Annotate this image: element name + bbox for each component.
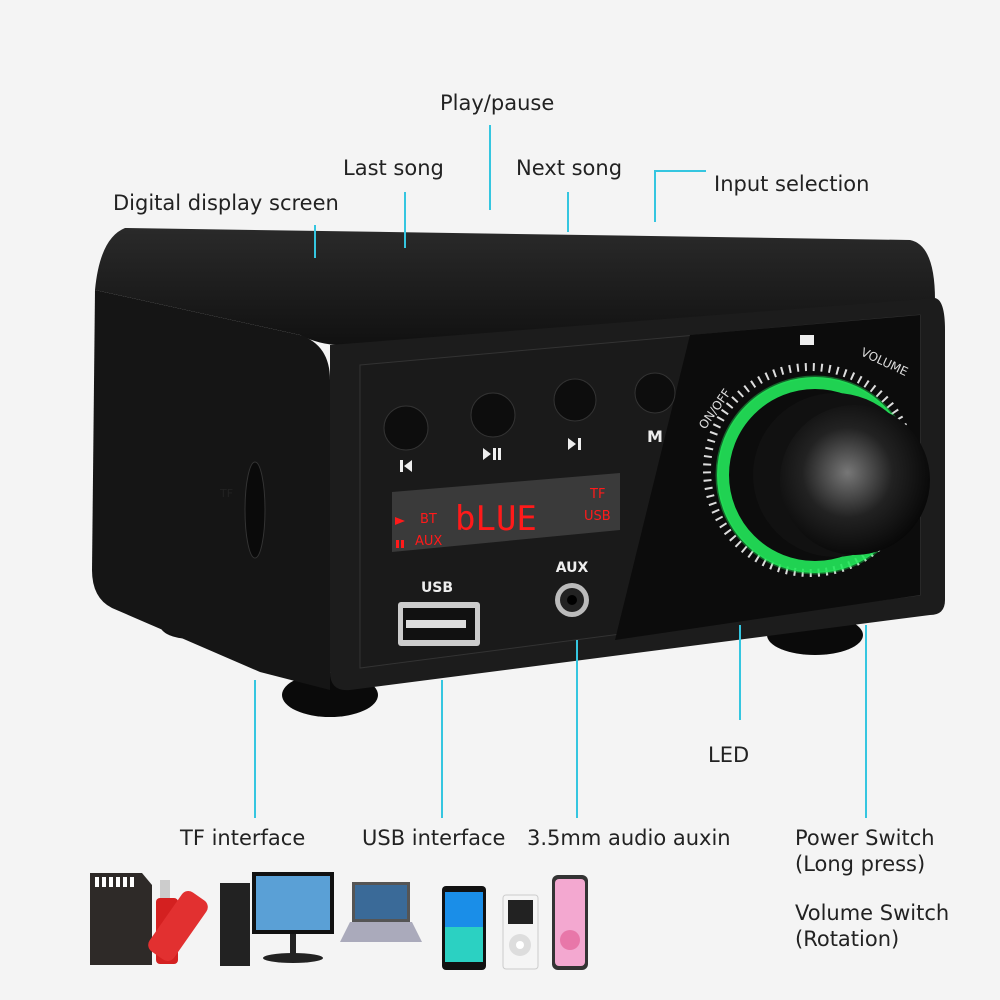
- digital-display: [392, 473, 620, 552]
- label-next-song: Next song: [516, 156, 623, 180]
- button-icons: [400, 438, 581, 472]
- prev-button[interactable]: [383, 405, 429, 451]
- svg-text:bLUE: bLUE: [455, 499, 537, 539]
- label-last-song: Last song: [343, 156, 444, 180]
- label-volume-switch: Volume Switch: [795, 901, 950, 925]
- svg-text:AUX: AUX: [415, 534, 442, 549]
- mode-label: M: [647, 427, 663, 446]
- next-button[interactable]: [553, 378, 597, 422]
- svg-text:TF: TF: [589, 487, 605, 502]
- label-tf-interface: TF interface: [180, 826, 306, 850]
- aux-jack[interactable]: [555, 583, 589, 617]
- svg-text:USB: USB: [421, 580, 453, 596]
- label-digital-display: Digital display screen: [113, 191, 339, 215]
- usb-port[interactable]: [398, 602, 480, 646]
- label-aux-in: 3.5mm audio auxin: [527, 826, 731, 850]
- label-led: LED: [708, 743, 750, 767]
- display-text: BT AUX bLUE TF USB: [395, 487, 611, 549]
- label-volume-switch-note: (Rotation): [795, 927, 900, 951]
- label-usb-interface: USB interface: [362, 826, 506, 850]
- svg-text:BT: BT: [420, 512, 437, 527]
- svg-text:TF: TF: [219, 487, 233, 500]
- label-power-switch: Power Switch: [795, 826, 935, 850]
- volume-knob[interactable]: [703, 363, 930, 577]
- label-play-pause: Play/pause: [440, 91, 555, 115]
- svg-text:USB: USB: [584, 509, 611, 524]
- label-input-selection: Input selection: [714, 172, 870, 196]
- mode-button[interactable]: [634, 372, 676, 414]
- svg-text:AUX: AUX: [556, 560, 589, 576]
- play-pause-button[interactable]: [470, 392, 516, 438]
- label-power-switch-note: (Long press): [795, 852, 926, 876]
